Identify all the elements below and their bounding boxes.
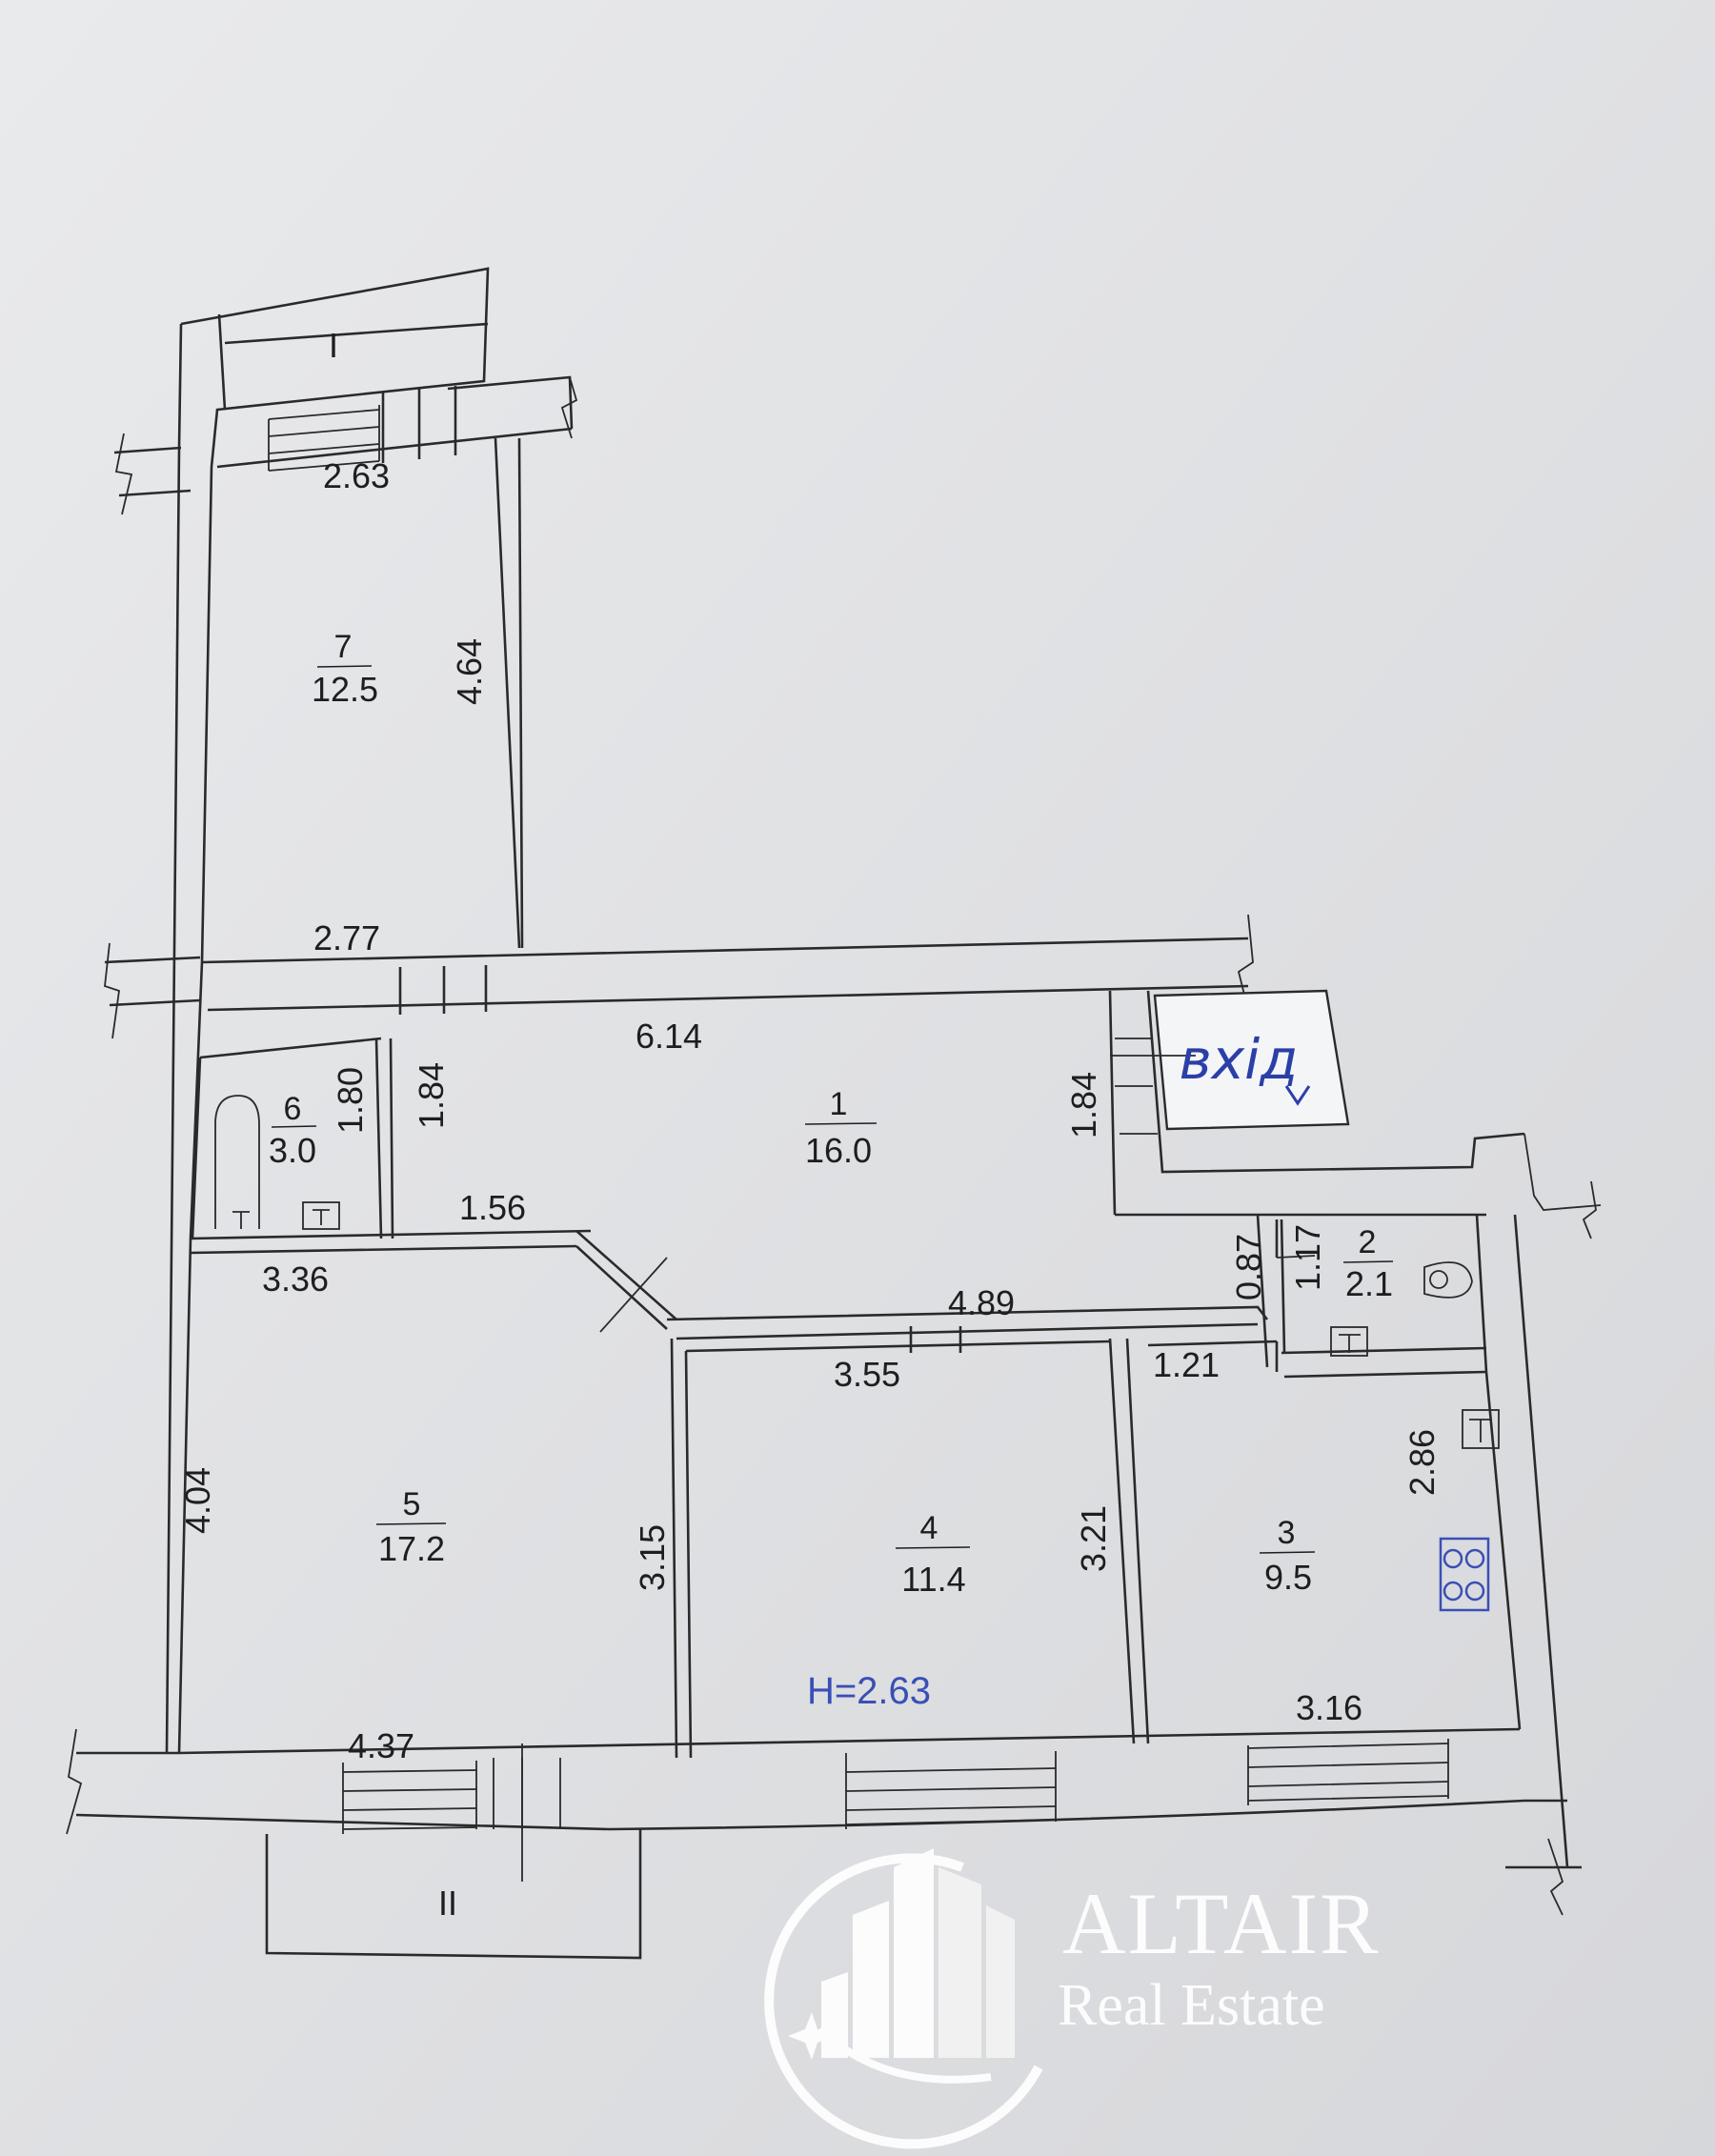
plan-labels: I II 2.63 7 12.5 4.64 2.77 6.14 1 16.0 1… xyxy=(178,326,1442,1923)
dim-room5-right: 3.15 xyxy=(633,1524,672,1591)
logo-emblem-icon xyxy=(764,1848,1043,2149)
dim-room7-top: 2.63 xyxy=(323,456,390,495)
dim-room5-top: 3.36 xyxy=(262,1259,329,1299)
dim-room4-right: 3.21 xyxy=(1074,1505,1113,1572)
dim-room6-height: 1.80 xyxy=(331,1067,370,1134)
logo-title: ALTAIR xyxy=(1062,1875,1380,1972)
bottom-window-lines xyxy=(342,1739,1449,1882)
room5-number: 5 xyxy=(403,1486,421,1522)
balcony-top-label: I xyxy=(329,326,338,365)
dim-room5-bottom: 4.37 xyxy=(348,1726,414,1765)
dim-corridor: 4.89 xyxy=(948,1283,1015,1322)
room3-number: 3 xyxy=(1278,1515,1296,1551)
entrance-handwritten-label: вхід xyxy=(1180,1027,1299,1092)
ceiling-height-label: H=2.63 xyxy=(807,1670,931,1712)
room6-area: 3.0 xyxy=(269,1131,316,1170)
room7-number: 7 xyxy=(334,629,353,665)
room2-area: 2.1 xyxy=(1345,1264,1393,1303)
dim-room1-entry: 1.84 xyxy=(1064,1072,1103,1138)
dim-room1-lower: 1.56 xyxy=(459,1188,526,1227)
altair-logo: ALTAIR Real Estate xyxy=(764,1848,1380,2149)
entrance-box xyxy=(1110,989,1350,1131)
dim-room3-bottom: 3.16 xyxy=(1296,1688,1362,1727)
room6-number: 6 xyxy=(284,1091,302,1127)
dim-room6-wall: 1.84 xyxy=(412,1062,451,1129)
room7-area: 12.5 xyxy=(312,670,378,709)
logo-subtitle: Real Estate xyxy=(1058,1973,1325,2038)
dim-room3-top: 1.21 xyxy=(1153,1345,1220,1384)
dim-room5-left: 4.04 xyxy=(178,1467,217,1534)
dim-room7-length: 4.64 xyxy=(450,638,489,705)
room2-number: 2 xyxy=(1359,1224,1377,1260)
dim-room4-top: 3.55 xyxy=(834,1355,900,1394)
balcony-bottom-label: II xyxy=(438,1884,457,1923)
dim-room2-a: 0.87 xyxy=(1229,1234,1268,1300)
room4-area: 11.4 xyxy=(901,1560,965,1599)
room1-number: 1 xyxy=(830,1086,848,1122)
room5-area: 17.2 xyxy=(378,1529,445,1568)
room3-area: 9.5 xyxy=(1264,1558,1312,1597)
walls xyxy=(66,267,1602,1960)
room1-area: 16.0 xyxy=(805,1131,872,1170)
dim-room7-bottom: 2.77 xyxy=(313,918,380,957)
dim-room1-width: 6.14 xyxy=(636,1017,702,1056)
dim-room3-right: 2.86 xyxy=(1402,1429,1442,1496)
dim-room2-b: 1.17 xyxy=(1288,1224,1327,1291)
room4-number: 4 xyxy=(920,1510,938,1546)
